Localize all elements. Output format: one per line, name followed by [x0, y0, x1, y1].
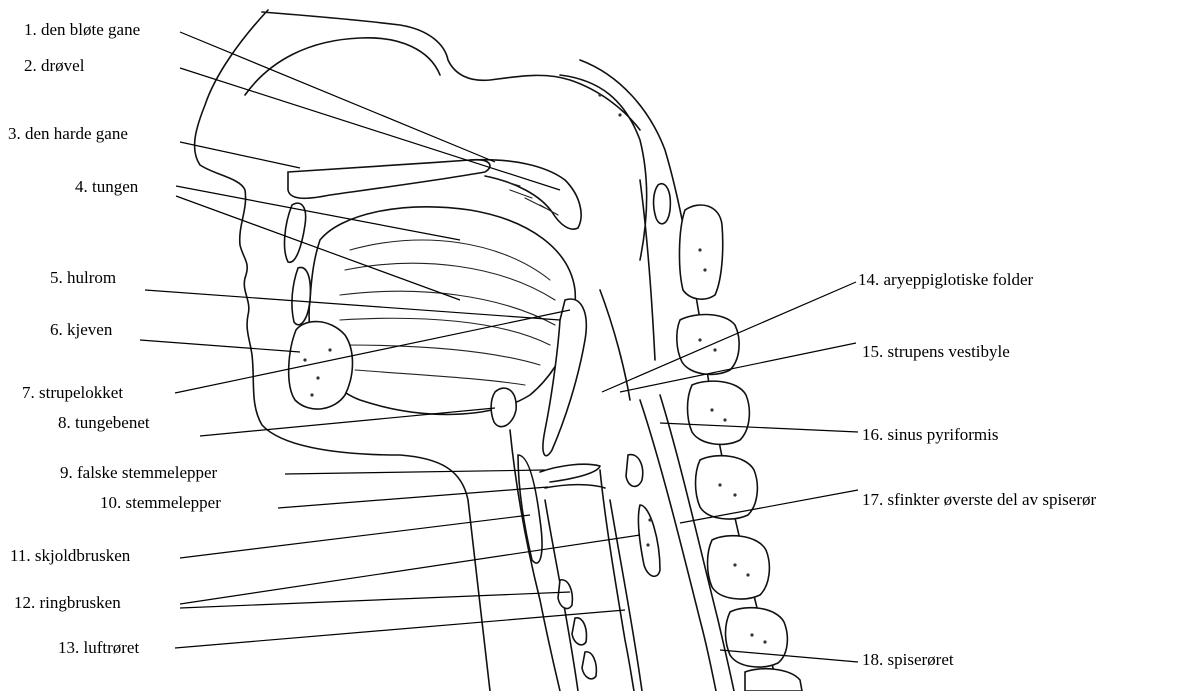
- posterior-skull: [560, 75, 647, 260]
- leader-7: [175, 310, 570, 393]
- label-hyoid: 8. tungebenet: [58, 413, 150, 433]
- vertebra-7: [745, 669, 802, 691]
- leader-10: [278, 487, 548, 508]
- label-false-vocal-folds: 9. falske stemmelepper: [60, 463, 217, 483]
- leader-14: [602, 282, 856, 392]
- odontoid: [654, 184, 671, 224]
- pharynx-back: [640, 180, 655, 360]
- vertebra-4: [696, 456, 758, 519]
- leader-9: [285, 470, 545, 474]
- cricoid-cartilage-2: [572, 618, 586, 645]
- cervical-vertebrae: [654, 184, 802, 691]
- leader-12b: [180, 592, 570, 608]
- label-aryepiglottic-folds: 14. aryeppiglotiske folder: [858, 270, 1033, 290]
- vertebra-1: [679, 205, 722, 299]
- leader-1: [180, 32, 495, 162]
- hard-palate-shape: [288, 160, 490, 199]
- trachea-wall-right: [610, 500, 642, 691]
- larynx-back: [600, 470, 634, 691]
- vertebra-2: [677, 315, 739, 375]
- leader-11: [180, 515, 530, 558]
- vertebra-6: [726, 608, 788, 667]
- thyroid-cartilage: [518, 455, 542, 563]
- soft-palate-texture: [500, 180, 558, 215]
- cricoid-cartilage-1: [558, 580, 572, 609]
- cricoid-cartilage-3: [582, 652, 596, 679]
- mandible-shape: [289, 322, 353, 410]
- label-esophagus: 18. spiserøret: [862, 650, 954, 670]
- leader-5: [145, 290, 560, 320]
- label-upper-esophageal-sphincter: 17. sfinkter øverste del av spiserør: [862, 490, 1096, 510]
- leader-4b: [176, 196, 460, 300]
- label-laryngeal-vestibule: 15. strupens vestibyle: [862, 342, 1010, 362]
- leader-8: [200, 408, 495, 436]
- arytenoid: [626, 455, 643, 487]
- label-thyroid-cartilage: 11. skjoldbrusken: [10, 546, 130, 566]
- vertebra-5: [708, 536, 770, 599]
- leader-3: [180, 142, 300, 168]
- label-epiglottis: 7. strupelokket: [22, 383, 123, 403]
- leader-13: [175, 610, 625, 648]
- label-hard-palate: 3. den harde gane: [8, 124, 128, 144]
- vertebra-3: [688, 381, 750, 444]
- label-cricoid-cartilage: 12. ringbrusken: [14, 593, 121, 613]
- lower-incisor: [292, 267, 310, 324]
- label-vocal-folds: 10. stemmelepper: [100, 493, 221, 513]
- label-trachea: 13. luftrøret: [58, 638, 139, 658]
- label-uvula: 2. drøvel: [24, 56, 84, 76]
- hyoid-shape: [491, 388, 516, 427]
- upper-incisor: [285, 203, 306, 262]
- false-vocal-fold: [540, 464, 600, 482]
- label-tongue: 4. tungen: [75, 177, 138, 197]
- leader-6: [140, 340, 300, 352]
- vocal-fold: [545, 485, 605, 488]
- posterior-cartilage: [638, 505, 660, 576]
- cranium-inner: [245, 38, 440, 95]
- label-pyriform-sinus: 16. sinus pyriformis: [862, 425, 998, 445]
- label-cavity: 5. hulrom: [50, 268, 116, 288]
- label-soft-palate: 1. den bløte gane: [24, 20, 140, 40]
- tongue-muscle-fibres: [340, 240, 555, 385]
- label-jaw: 6. kjeven: [50, 320, 112, 340]
- pharynx-front: [600, 290, 630, 400]
